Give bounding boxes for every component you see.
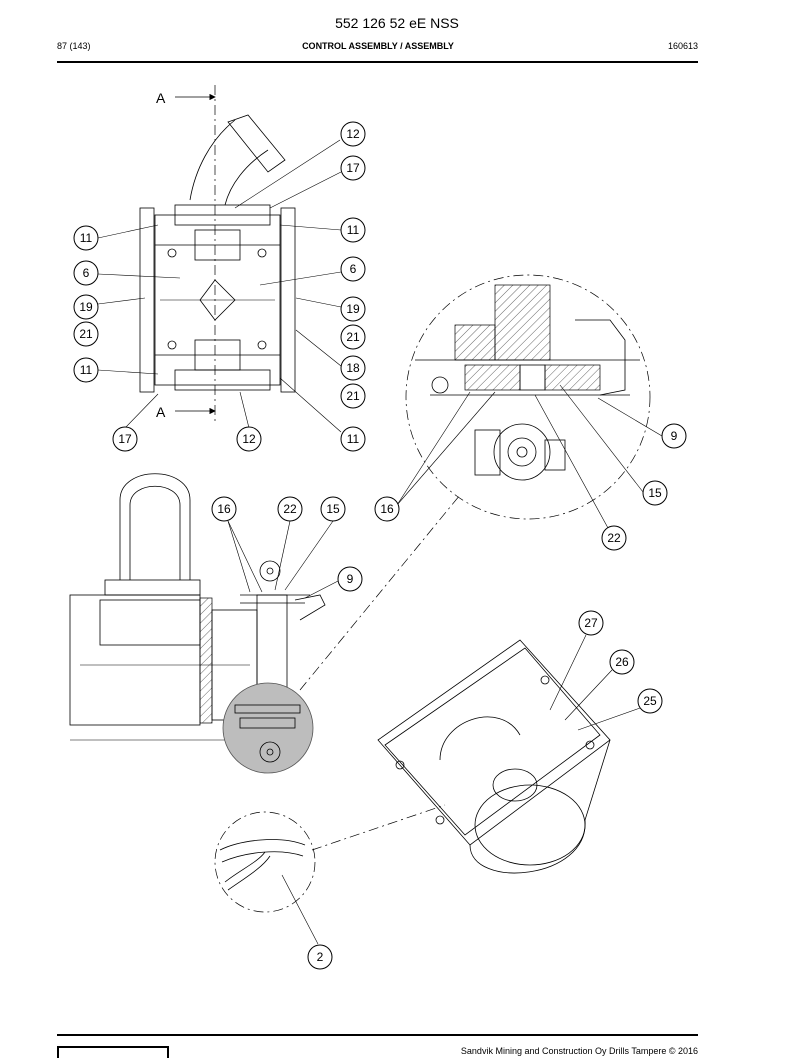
callout-balloon: 17 (340, 155, 366, 181)
document-id: 552 126 52 eE NSS (335, 15, 459, 31)
svg-text:21: 21 (346, 389, 360, 403)
svg-text:18: 18 (346, 361, 360, 375)
svg-text:16: 16 (380, 502, 394, 516)
svg-text:25: 25 (643, 694, 657, 708)
svg-text:11: 11 (80, 231, 93, 245)
callout-balloon: 26 (609, 649, 635, 675)
svg-text:19: 19 (346, 302, 360, 316)
svg-text:12: 12 (346, 127, 360, 141)
callout-balloon: 27 (578, 610, 604, 636)
seal-detail (214, 811, 319, 945)
svg-text:15: 15 (326, 502, 340, 516)
svg-text:15: 15 (648, 486, 662, 500)
callout-balloon: 9 (337, 566, 363, 592)
callout-balloon: 18 (340, 355, 366, 381)
callout-balloon: 11 (340, 217, 366, 243)
date-code: 160613 (667, 41, 698, 51)
svg-text:9: 9 (347, 572, 354, 586)
callout-balloon: 25 (637, 688, 663, 714)
callout-balloon: 16 (374, 496, 400, 522)
svg-text:12: 12 (242, 432, 256, 446)
callout-balloon: 12 (340, 121, 366, 147)
header-rule (57, 61, 698, 63)
svg-text:27: 27 (584, 616, 598, 630)
section-label-top: A (156, 90, 166, 106)
svg-text:9: 9 (671, 429, 678, 443)
callout-balloon: 15 (320, 496, 346, 522)
callout-balloon: 16 (211, 496, 237, 522)
svg-text:6: 6 (83, 266, 90, 280)
callout-balloon: 2 (307, 944, 333, 970)
isometric-view (311, 634, 641, 874)
callout-balloon: 21 (340, 383, 366, 409)
svg-text:6: 6 (350, 262, 357, 276)
section-detail (299, 274, 663, 691)
callout-balloon: 11 (73, 225, 99, 251)
page-number: 87 (143) (57, 41, 91, 51)
side-view (69, 473, 341, 774)
svg-text:22: 22 (607, 531, 621, 545)
callouts-top-view: 12 17 11 11 6 6 19 19 21 21 11 18 21 17 … (73, 121, 366, 452)
callout-balloon: 19 (340, 296, 366, 322)
callout-balloon: 6 (73, 260, 99, 286)
section-labels: A A (156, 90, 166, 420)
copyright-text: Sandvik Mining and Construction Oy Drill… (460, 1046, 698, 1056)
callout-balloon: 9 (661, 423, 687, 449)
callout-balloon: 12 (236, 426, 262, 452)
svg-text:11: 11 (347, 223, 360, 237)
callout-balloon: 22 (601, 525, 627, 551)
svg-text:17: 17 (346, 161, 360, 175)
callout-balloon: 17 (112, 426, 138, 452)
svg-text:22: 22 (283, 502, 297, 516)
section-title: CONTROL ASSEMBLY / ASSEMBLY (302, 41, 454, 51)
callout-balloon: 11 (340, 426, 366, 452)
brand-logo (57, 1046, 169, 1058)
callouts-seal-detail: 2 (307, 944, 333, 970)
callouts-side-view: 16 22 15 9 (211, 496, 363, 592)
callout-balloon: 15 (642, 480, 668, 506)
svg-text:11: 11 (80, 363, 93, 377)
callouts-detail: 9 15 22 16 (374, 423, 687, 551)
callouts-iso-view: 27 26 25 (578, 610, 663, 714)
svg-text:17: 17 (118, 432, 132, 446)
svg-text:19: 19 (79, 300, 93, 314)
svg-text:11: 11 (347, 432, 360, 446)
top-view (97, 85, 342, 433)
callout-balloon: 22 (277, 496, 303, 522)
callout-balloon: 6 (340, 256, 366, 282)
callout-balloon: 21 (340, 324, 366, 350)
footer-rule (57, 1034, 698, 1036)
section-label-bottom: A (156, 404, 166, 420)
callout-balloon: 11 (73, 357, 99, 383)
svg-text:21: 21 (346, 330, 360, 344)
callout-balloon: 19 (73, 294, 99, 320)
svg-text:16: 16 (217, 502, 231, 516)
svg-text:2: 2 (317, 950, 324, 964)
svg-text:21: 21 (79, 327, 93, 341)
callout-balloon: 21 (73, 321, 99, 347)
svg-text:26: 26 (615, 655, 629, 669)
